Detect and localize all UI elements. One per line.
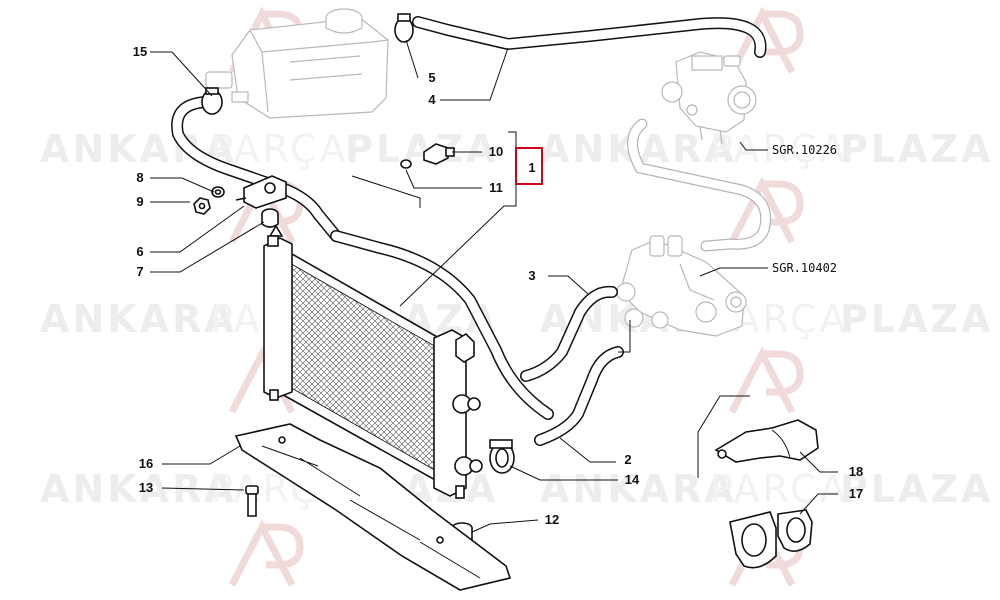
watermark-text: PLAZA <box>840 297 993 341</box>
hose-15 <box>171 96 342 242</box>
lower-support-16 <box>234 423 512 591</box>
watermark-text: ANKARA <box>540 467 737 511</box>
clamp-14 <box>489 439 515 474</box>
callout-5: 5 <box>428 70 435 85</box>
water-distribution-block <box>616 235 747 337</box>
bleed-screw-10 <box>423 143 455 165</box>
watermark-text: PARÇA <box>710 467 849 511</box>
watermark-logo-mark <box>728 6 804 74</box>
watermark-text: PARÇA <box>210 127 349 171</box>
callout-13: 13 <box>139 480 153 495</box>
hose-return <box>330 230 554 420</box>
bolt-13 <box>245 485 259 517</box>
watermark-text: ANKARA <box>40 297 237 341</box>
radiator <box>263 224 483 499</box>
callout-18: 18 <box>849 464 863 479</box>
watermark-text: PLAZA <box>345 127 498 171</box>
callout-11: 11 <box>489 180 503 195</box>
seal-11 <box>400 159 412 169</box>
bracket-18 <box>714 419 819 463</box>
callout-4: 4 <box>428 92 436 107</box>
watermark-logo-mark <box>228 519 304 587</box>
watermark-text: PLAZA <box>840 467 993 511</box>
washer-8 <box>211 186 225 198</box>
callout-2: 2 <box>624 452 631 467</box>
ghost-hose-loop <box>627 118 772 252</box>
hose-2 <box>534 346 624 446</box>
expansion-tank <box>205 8 389 119</box>
reference-labels: SGR.10226 SGR.10402 <box>772 143 837 275</box>
watermark-row-mid: ANKARA PARÇA PLAZA ANKARA PARÇA PLAZA <box>40 297 993 341</box>
reference-sgr-10226: SGR.10226 <box>772 143 837 157</box>
callout-12: 12 <box>545 512 559 527</box>
callout-14: 14 <box>625 472 640 487</box>
hose-clip-17 <box>729 509 813 569</box>
callout-17: 17 <box>849 486 863 501</box>
clamp-15 <box>201 87 223 115</box>
watermark-row-bottom: ANKARA PARÇA PLAZA ANKARA PARÇA PLAZA <box>40 467 993 511</box>
callout-1: 1 <box>528 160 535 175</box>
callout-6: 6 <box>136 244 143 259</box>
hose-3 <box>520 285 618 382</box>
callout-9: 9 <box>136 194 143 209</box>
callout-16: 16 <box>139 456 153 471</box>
thermostat-housing <box>661 51 757 145</box>
hose-4 <box>412 16 767 58</box>
nut-9 <box>193 197 211 215</box>
watermark-logo-mark <box>728 346 804 414</box>
callout-10: 10 <box>489 144 503 159</box>
callout-7: 7 <box>136 264 143 279</box>
watermark-text: PARÇA <box>710 127 849 171</box>
leader-lines <box>150 39 838 533</box>
clamp-5 <box>394 13 414 43</box>
callout-15: 15 <box>133 44 147 59</box>
highlight-frame <box>515 147 543 185</box>
callout-3: 3 <box>528 268 535 283</box>
callout-labels: 1 2 3 4 5 6 7 8 9 10 11 12 13 14 15 16 1… <box>133 44 863 527</box>
grommet-7 <box>261 208 279 228</box>
reference-sgr-10402: SGR.10402 <box>772 261 837 275</box>
callout-8: 8 <box>136 170 143 185</box>
bracket-6 <box>235 175 287 209</box>
watermark-text: PLAZA <box>840 127 993 171</box>
watermark-logo-mark <box>728 176 804 244</box>
